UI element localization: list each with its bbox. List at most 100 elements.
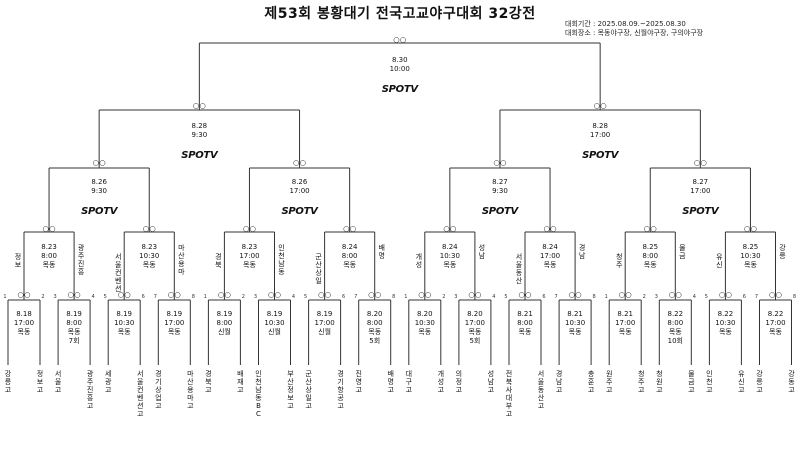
r16-0-marker-b xyxy=(49,226,56,232)
seed-number: 4 xyxy=(492,294,495,300)
seed-number: 2 xyxy=(643,294,646,300)
r32-time: 17:00 xyxy=(615,319,635,327)
r16-time: 8:00 xyxy=(642,252,658,260)
r16-0-marker-a xyxy=(42,226,49,232)
r32-date: 8.19 xyxy=(66,310,82,318)
r32-6-marker-b xyxy=(325,292,331,298)
seed-number: 4 xyxy=(292,294,295,300)
r16-7-marker-b xyxy=(750,226,757,232)
r32-date: 8.20 xyxy=(467,310,483,318)
r16-6-marker-a xyxy=(644,226,650,232)
r16-time: 10:30 xyxy=(139,252,159,260)
r32-time: 17:00 xyxy=(14,319,34,327)
r32-date: 8.19 xyxy=(317,310,333,318)
final-time: 10:00 xyxy=(390,65,410,73)
r32-8-marker-b xyxy=(425,292,431,298)
r32-date: 8.22 xyxy=(668,310,684,318)
r32-time: 17:00 xyxy=(164,319,184,327)
r16-venue: 목동 xyxy=(343,261,356,269)
qf-3-marker-b xyxy=(700,160,707,166)
r32-time: 17:00 xyxy=(465,319,485,327)
r32-9-marker-b xyxy=(475,292,482,298)
r16-date: 8.23 xyxy=(242,243,258,251)
r32-9-marker-a xyxy=(468,292,475,298)
qf-broadcast-logo: SPOTV xyxy=(682,206,720,217)
r32-venue: 목동 xyxy=(669,328,682,336)
r32-venue: 목동 xyxy=(68,328,81,336)
qf-date: 8.26 xyxy=(292,178,308,186)
seed-number: 8 xyxy=(593,294,596,300)
r16-2-marker-b xyxy=(249,226,256,232)
seed-number: 7 xyxy=(154,294,157,300)
r32-venue: 목동 xyxy=(418,328,431,336)
seed-number: 1 xyxy=(3,294,6,300)
r32-4-marker-b xyxy=(224,292,231,298)
r32-date: 8.19 xyxy=(167,310,183,318)
r16-time: 8:00 xyxy=(41,252,57,260)
seed-number: 2 xyxy=(41,294,44,300)
r32-4-marker-a xyxy=(218,292,224,298)
r32-0-marker-a xyxy=(17,292,24,298)
r32-11-marker-a xyxy=(568,292,575,298)
qf-1-marker-b xyxy=(300,160,306,166)
seed-number: 1 xyxy=(605,294,608,300)
final-marker-a xyxy=(393,37,400,43)
r32-venue: 목동 xyxy=(168,328,181,336)
r32-date: 8.20 xyxy=(417,310,433,318)
qf-time: 17:00 xyxy=(690,187,710,195)
r32-11-marker-b xyxy=(575,292,582,298)
seed-number: 7 xyxy=(354,294,357,300)
qf-1-marker-a xyxy=(293,160,300,166)
r32-13-marker-a xyxy=(669,292,675,298)
r16-time: 17:00 xyxy=(540,252,560,260)
seed-number: 6 xyxy=(542,294,545,300)
r32-venue: 신월 xyxy=(268,327,281,336)
r32-note: 10회 xyxy=(668,337,683,345)
r16-2-marker-a xyxy=(243,226,249,232)
r32-date: 8.18 xyxy=(16,310,32,318)
final-date: 8.30 xyxy=(392,56,408,64)
qf-date: 8.27 xyxy=(492,178,508,186)
r32-date: 8.19 xyxy=(217,310,233,318)
r16-venue: 목동 xyxy=(744,261,757,269)
r32-7-marker-b xyxy=(375,292,381,298)
venue-label: 대회장소 xyxy=(565,29,591,37)
r16-date: 8.24 xyxy=(542,243,558,251)
seed-number: 5 xyxy=(504,294,507,300)
r32-time: 8:00 xyxy=(517,319,533,327)
r32-date: 8.22 xyxy=(768,310,784,318)
r16-1-marker-b xyxy=(149,226,156,232)
r32-time: 8:00 xyxy=(217,319,233,327)
sf-0-marker-a xyxy=(193,103,199,109)
seed-number: 1 xyxy=(404,294,407,300)
qf-2-marker-a xyxy=(493,160,500,166)
seed-number: 3 xyxy=(54,294,57,300)
r32-15-marker-a xyxy=(769,292,776,298)
r32-venue: 신월 xyxy=(318,327,331,336)
r32-12-marker-a xyxy=(619,292,625,298)
qf-time: 17:00 xyxy=(289,187,309,195)
r16-7-marker-a xyxy=(744,226,751,232)
seed-number: 3 xyxy=(655,294,658,300)
seed-number: 3 xyxy=(254,294,257,300)
